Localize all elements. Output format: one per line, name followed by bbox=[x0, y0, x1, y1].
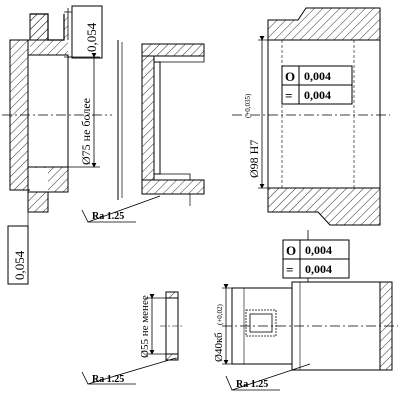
fig5-frame-symbol-2: = bbox=[286, 262, 293, 277]
fig3-frame-symbol-1: O bbox=[285, 69, 295, 84]
fig1-bushing-section: 0,054 Ø75 не более 0,054 bbox=[2, 5, 112, 285]
fig1-diameter-label: Ø75 не более bbox=[79, 98, 93, 165]
fig4-diameter-label: Ø55 не менее bbox=[139, 295, 151, 358]
fig5-shaft-view: Ø40кб (+0,02) O 0,004 = 0,004 Ra 1.25 bbox=[213, 230, 398, 391]
fig3-tolerance-frame: O 0,004 = 0,004 bbox=[281, 65, 353, 105]
fig3-diameter-label: Ø98 H7 bbox=[247, 140, 261, 178]
fig2-sleeve-view: Ra 1.25 bbox=[81, 40, 205, 223]
fig3-tolerance-label: (+0,035) bbox=[244, 93, 252, 118]
fig5-frame-value-2: 0,004 bbox=[305, 262, 332, 276]
fig5-roughness-label: Ra 1.25 bbox=[236, 379, 268, 390]
fig5-tolerance-label: (+0,02) bbox=[216, 303, 224, 325]
fig5-frame-symbol-1: O bbox=[286, 243, 296, 258]
fig3-frame-value-2: 0,004 bbox=[304, 88, 331, 102]
fig1-bottom-tolerance-label: 0,054 bbox=[12, 250, 27, 280]
fig3-frame-value-1: 0,004 bbox=[304, 69, 331, 83]
fig2-roughness-label: Ra 1.25 bbox=[92, 211, 124, 222]
fig3-frame-symbol-2: = bbox=[285, 88, 292, 103]
fig5-diameter-label: Ø40кб bbox=[213, 332, 225, 362]
fig5-frame-value-1: 0,004 bbox=[305, 243, 332, 257]
fig5-tolerance-frame: O 0,004 = 0,004 bbox=[282, 239, 350, 279]
fig4-ring-view: Ø55 не менее Ra 1.25 bbox=[81, 291, 184, 385]
fig3-housing-section: Ø98 H7 (+0,035) O 0,004 = 0,004 bbox=[232, 7, 390, 226]
fig1-top-tolerance-label: 0,054 bbox=[84, 22, 99, 52]
fig4-roughness-label: Ra 1.25 bbox=[92, 374, 124, 385]
